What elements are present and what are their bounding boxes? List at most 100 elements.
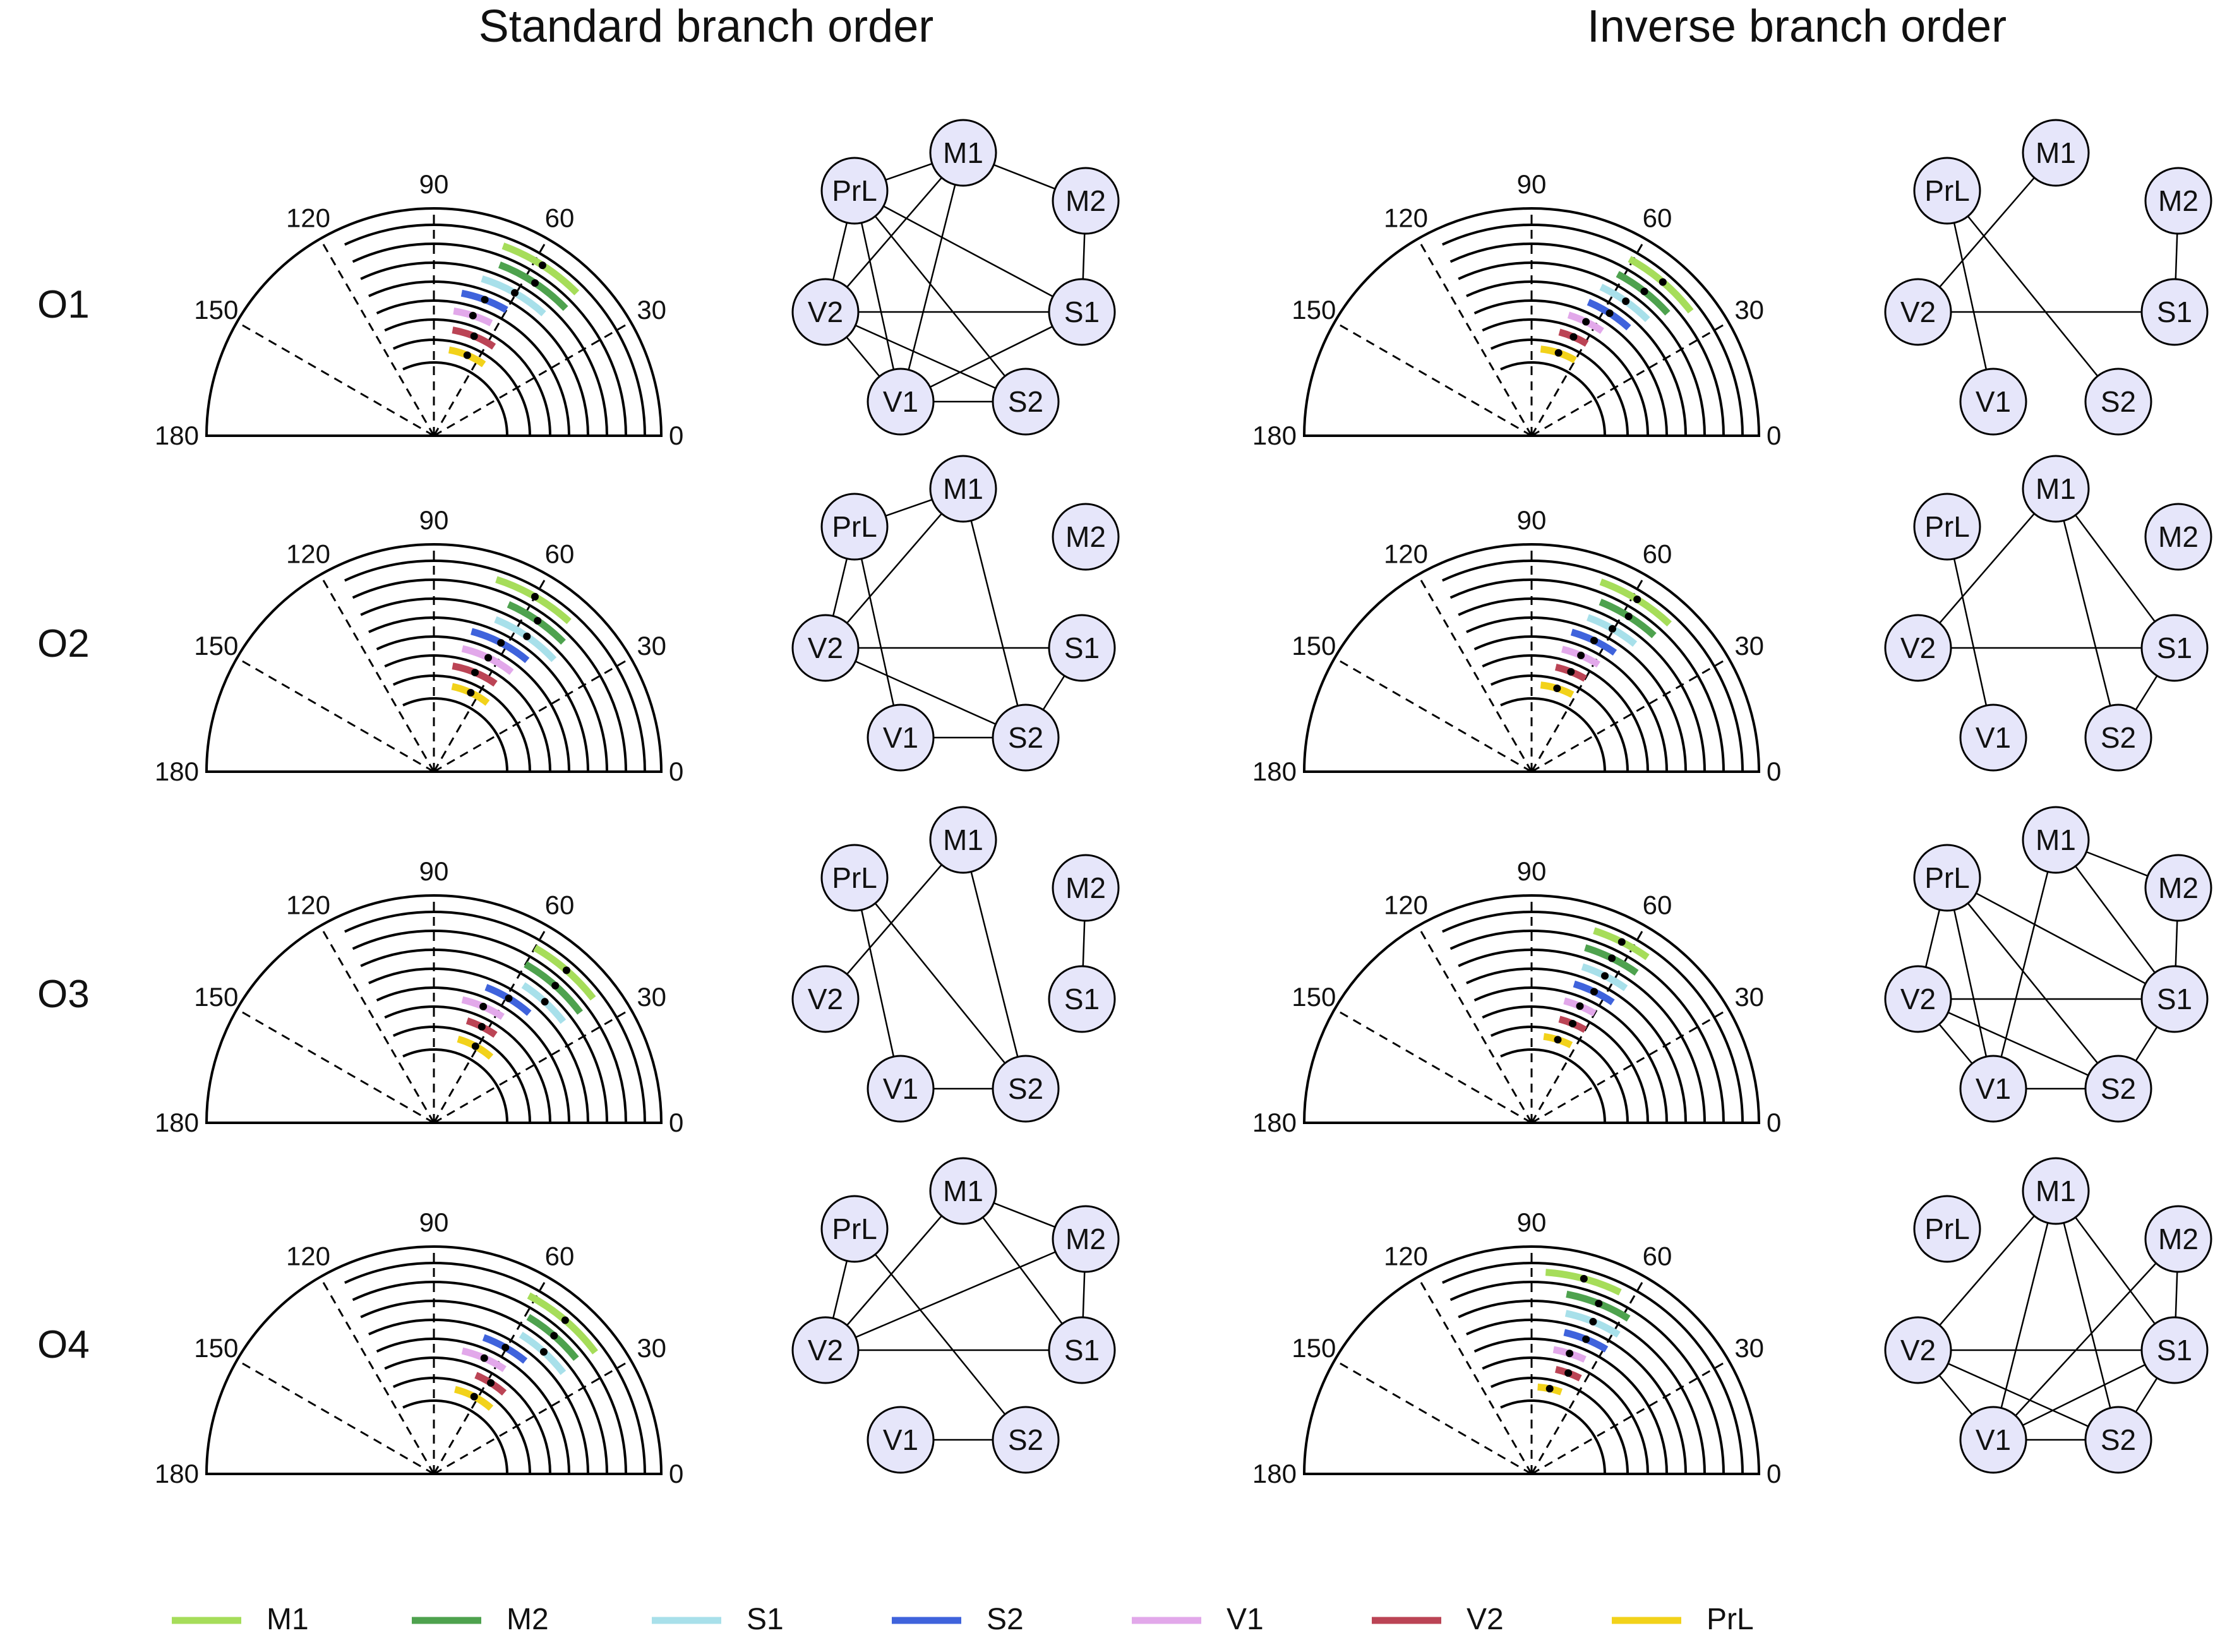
polar-ring xyxy=(1458,949,1706,1123)
polar-ring xyxy=(1466,1319,1687,1475)
network-node-v1 xyxy=(867,1406,935,1474)
network-node-label: PrL xyxy=(1924,1212,1970,1245)
polar-radial-line xyxy=(236,657,435,773)
network-node-prl xyxy=(820,157,889,225)
polar-ring xyxy=(352,1281,627,1475)
network-node-s1 xyxy=(1048,614,1116,682)
angle-tick-label: 180 xyxy=(1252,1108,1297,1137)
network-node-v1 xyxy=(1959,1406,2027,1474)
network-node-s2 xyxy=(992,703,1060,772)
network-node-v1 xyxy=(867,368,935,436)
polar-frame xyxy=(1302,207,1761,437)
network-node-s2 xyxy=(992,1055,1060,1123)
angle-tick-label: 180 xyxy=(155,757,199,786)
polar-radial-line xyxy=(236,1359,435,1475)
angle-tick-label: 180 xyxy=(155,1108,199,1137)
arc-mean-marker xyxy=(1564,1369,1573,1377)
angle-tick-label: 30 xyxy=(1734,1333,1764,1363)
network-edge xyxy=(2055,488,2120,738)
arc-mean-marker xyxy=(1617,938,1626,946)
network-node-m1 xyxy=(929,455,997,523)
network-node-label: V1 xyxy=(883,1423,918,1456)
polar-ring xyxy=(352,578,627,772)
polar-radial-line xyxy=(433,238,549,436)
angle-tick-label: 120 xyxy=(286,890,330,919)
angle-tick-label: 60 xyxy=(1643,1241,1672,1271)
legend-label: V2 xyxy=(1467,1603,1504,1636)
network-edge xyxy=(1917,1349,2119,1441)
angle-tick-label: 90 xyxy=(1517,1207,1547,1237)
polar-ring xyxy=(1482,654,1649,772)
polar-radial-line xyxy=(433,1359,632,1475)
arc-mean-marker xyxy=(1569,333,1578,341)
angle-tick-label: 150 xyxy=(194,631,238,661)
network-node-label: S1 xyxy=(2157,983,2192,1015)
polar-frame xyxy=(1302,894,1761,1124)
arc-mean-marker xyxy=(480,1354,488,1362)
polar-ring xyxy=(384,1005,551,1123)
arc-mean-marker xyxy=(1590,988,1599,996)
polar-ring xyxy=(384,1356,551,1475)
polar-ring xyxy=(402,1399,508,1475)
network-node-v1 xyxy=(1959,1055,2027,1123)
arc-mean-marker xyxy=(531,279,539,287)
network-node-label: M1 xyxy=(943,1175,983,1207)
network-node-s2 xyxy=(2084,703,2152,772)
polar-ring xyxy=(344,911,646,1123)
polar-ring xyxy=(1500,361,1606,436)
arc-mean-marker xyxy=(1601,972,1609,980)
network-node-s2 xyxy=(2084,1055,2152,1123)
polar-ring xyxy=(376,299,570,436)
network-node-s1 xyxy=(1048,1316,1116,1384)
polar-ring xyxy=(392,1377,531,1475)
arc-mean-marker xyxy=(1554,349,1563,357)
arc-mean-marker xyxy=(538,261,546,270)
network-node-m1 xyxy=(2022,1157,2090,1225)
network-edge xyxy=(1947,877,2119,1089)
polar-ring xyxy=(1500,1399,1606,1475)
network-edge xyxy=(1917,152,2056,313)
legend-label: PrL xyxy=(1707,1603,1754,1636)
network-node-label: M1 xyxy=(2036,823,2076,856)
angle-tick-label: 0 xyxy=(669,1459,683,1488)
network-node-v1 xyxy=(1959,703,2027,772)
network-node-s1 xyxy=(1048,965,1116,1033)
polar-frame xyxy=(205,543,663,773)
angle-tick-label: 90 xyxy=(419,169,449,199)
arc-mean-marker xyxy=(1569,1019,1577,1027)
arc-mean-marker xyxy=(1553,685,1561,693)
polar-radial-line xyxy=(433,925,549,1123)
network-node-label: S1 xyxy=(2157,296,2192,328)
network-node-m2 xyxy=(1052,503,1120,571)
arc-mean-marker xyxy=(484,654,493,662)
network-edge xyxy=(2055,1190,2120,1440)
arc-mean-marker xyxy=(471,668,479,676)
network-node-v2 xyxy=(791,278,860,346)
angle-tick-label: 120 xyxy=(286,203,330,232)
polar-ring xyxy=(1449,242,1725,436)
polar-ring xyxy=(368,1319,589,1475)
arc-mean-marker xyxy=(1582,318,1590,326)
arc-mean-marker xyxy=(467,688,475,697)
polar-radial-line xyxy=(319,925,435,1123)
network-node-m1 xyxy=(2022,119,2090,187)
network-node-label: M1 xyxy=(2036,1175,2076,1207)
network-node-v2 xyxy=(1884,614,1952,682)
network-node-s2 xyxy=(992,368,1060,436)
polar-ring xyxy=(344,1262,646,1475)
arc-mean-marker xyxy=(1609,625,1617,633)
angle-tick-label: 0 xyxy=(669,421,683,450)
angle-tick-label: 180 xyxy=(155,1459,199,1488)
network-node-label: S2 xyxy=(2101,1072,2136,1105)
row-label-o2: O2 xyxy=(37,622,90,666)
network-edge xyxy=(825,488,964,649)
network-edge xyxy=(1917,1190,2056,1351)
network-node-label: V1 xyxy=(883,1072,918,1105)
polar-frame xyxy=(205,207,663,437)
network-node-prl xyxy=(820,844,889,912)
polar-radial-line xyxy=(1530,574,1647,772)
network-node-label: V2 xyxy=(1900,296,1936,328)
angle-tick-label: 150 xyxy=(1292,631,1336,661)
